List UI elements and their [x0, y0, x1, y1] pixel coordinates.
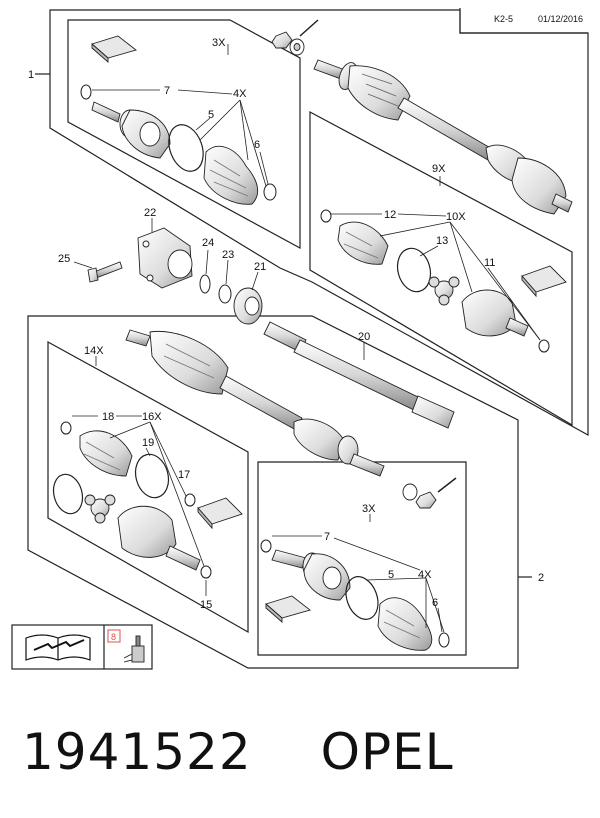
tripod-joint-top	[428, 276, 460, 306]
callout-14x: 14X	[84, 345, 104, 357]
snap-ring-23	[218, 284, 232, 304]
callout-7-bottom: 7	[324, 531, 330, 543]
brand-name: OPEL	[320, 723, 454, 781]
callout-labels: 3X 7 4X 5 6 9X 12 10X 13 11 22 24 23 21 …	[58, 37, 495, 611]
outer-joint-top	[91, 101, 171, 159]
kit-box-inner-joint-bottom	[47, 340, 249, 634]
callout-7-top: 7	[164, 85, 170, 97]
retaining-ring-7-top	[80, 84, 92, 100]
grease-tube-icon	[123, 635, 145, 663]
boot-10	[337, 221, 389, 265]
hub-nut-bottom	[402, 477, 457, 509]
callout-23: 23	[222, 249, 234, 261]
grease-sachet-14	[197, 497, 243, 530]
outer-joint-bottom	[271, 549, 351, 601]
drive-shaft-bottom	[125, 329, 385, 477]
clamp-13	[396, 247, 432, 293]
page-code: K2-5	[494, 14, 513, 24]
kit-box-outer-joint-top	[67, 19, 301, 250]
header: K2-5 01/12/2016	[459, 8, 588, 34]
callout-12: 12	[384, 209, 396, 221]
callout-17: 17	[178, 469, 190, 481]
callout-25: 25	[58, 253, 70, 265]
boot-bottom	[377, 597, 433, 651]
callout-18: 18	[102, 411, 114, 423]
kit-box-outer-joint-bottom	[257, 461, 467, 656]
intermediate-shaft-20	[263, 321, 455, 429]
assembly-2-frame	[27, 315, 532, 669]
callout-20: 20	[358, 331, 370, 343]
assembly-1-frame	[35, 9, 589, 437]
callout-11: 11	[484, 257, 495, 269]
legend-box: 8	[11, 624, 153, 670]
grease-sachet-bottom	[265, 595, 311, 623]
callout-24: 24	[202, 237, 214, 249]
drive-shaft-top	[313, 59, 573, 215]
callout-3x-bottom: 3X	[362, 503, 376, 515]
inner-joint-housing-top	[461, 289, 529, 337]
kit-box-inner-joint-top	[309, 110, 573, 427]
callout-9x: 9X	[432, 163, 446, 175]
snap-ring-24	[199, 274, 211, 294]
callout-10x: 10X	[446, 211, 466, 223]
retaining-ring-11	[538, 339, 550, 353]
callout-6-top: 6	[254, 139, 260, 151]
clamp-5-top	[168, 124, 204, 172]
leader-lines	[72, 44, 541, 633]
clamp-5-bottom	[345, 576, 379, 620]
repair-manual-icon	[25, 634, 91, 661]
caption: 1941522 OPEL	[22, 712, 582, 792]
bearing-21	[233, 287, 263, 325]
drive-shaft-exploded-diagram: K2-5 01/12/2016 1 2	[11, 8, 589, 670]
bracket-22	[137, 227, 193, 289]
callout-15: 15	[200, 599, 212, 611]
retaining-ring-18	[60, 421, 72, 435]
callout-8: 8	[111, 632, 116, 642]
clamp-6-bottom	[438, 632, 450, 648]
boot-top	[203, 145, 259, 205]
inner-joint-housing-bottom	[117, 505, 201, 571]
callout-5-bottom: 5	[388, 569, 394, 581]
callout-4x-bottom: 4X	[418, 569, 432, 581]
callout-6-bottom: 6	[432, 597, 438, 609]
callout-3x-top: 3X	[212, 37, 226, 49]
clamp-17	[184, 493, 196, 507]
diagram-date: 01/12/2016	[538, 14, 583, 24]
retaining-ring-12	[320, 209, 332, 223]
bolt-25	[87, 261, 123, 283]
boot-16	[79, 430, 133, 477]
callout-5-top: 5	[208, 109, 214, 121]
retaining-ring-7-bottom	[260, 539, 272, 553]
tripod-joint-bottom	[84, 494, 116, 524]
callout-2: 2	[538, 572, 544, 584]
callout-19: 19	[142, 437, 154, 449]
grease-sachet-top	[91, 35, 137, 63]
callout-1: 1	[28, 69, 34, 81]
hub-nut-top	[271, 19, 319, 56]
part-number: 1941522	[22, 723, 252, 781]
clamp-19	[134, 453, 170, 499]
clamp-6-top	[263, 183, 277, 201]
callout-16x: 16X	[142, 411, 162, 423]
callout-4x-top: 4X	[233, 88, 247, 100]
clamp-large-14	[52, 473, 84, 515]
grease-sachet-9	[521, 265, 567, 298]
retaining-ring-15	[200, 565, 212, 579]
callout-21: 21	[254, 261, 266, 273]
callout-13: 13	[436, 235, 448, 247]
callout-22: 22	[144, 207, 156, 219]
